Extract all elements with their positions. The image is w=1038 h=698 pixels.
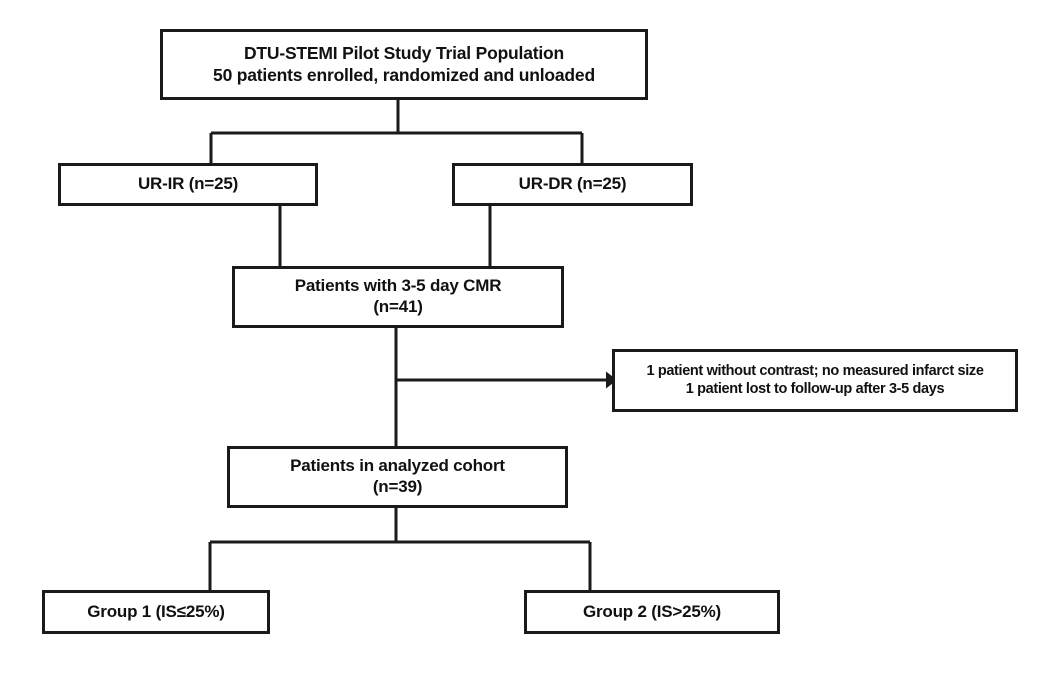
- node-analyzed-cohort: Patients in analyzed cohort (n=39): [227, 446, 568, 508]
- node-ur-ir: UR-IR (n=25): [58, 163, 318, 206]
- node-trial-population: DTU-STEMI Pilot Study Trial Population 5…: [160, 29, 648, 100]
- node-ur-dr: UR-DR (n=25): [452, 163, 693, 206]
- node-analyzed-cohort-line1: Patients in analyzed cohort: [290, 456, 505, 476]
- node-group-1: Group 1 (IS≤25%): [42, 590, 270, 634]
- node-group-2: Group 2 (IS>25%): [524, 590, 780, 634]
- node-group-2-label: Group 2 (IS>25%): [582, 601, 722, 621]
- node-patients-with-cmr-line1: Patients with 3-5 day CMR: [294, 276, 502, 296]
- node-ur-ir-label: UR-IR (n=25): [137, 174, 239, 194]
- node-patients-with-cmr-line2: (n=41): [373, 297, 423, 316]
- node-ur-dr-label: UR-DR (n=25): [518, 174, 627, 194]
- arrowhead-icon: [606, 371, 617, 389]
- node-patients-with-cmr: Patients with 3-5 day CMR (n=41): [232, 266, 564, 328]
- node-trial-population-line2: 50 patients enrolled, randomized and unl…: [213, 64, 595, 85]
- node-excluded-patients-line2: 1 patient lost to follow-up after 3-5 da…: [685, 380, 945, 397]
- node-group-1-label: Group 1 (IS≤25%): [87, 601, 225, 621]
- node-analyzed-cohort-line2: (n=39): [372, 477, 423, 496]
- node-trial-population-line1: DTU-STEMI Pilot Study Trial Population: [243, 43, 565, 64]
- node-excluded-patients: 1 patient without contrast; no measured …: [612, 349, 1018, 412]
- node-excluded-patients-line1: 1 patient without contrast; no measured …: [646, 362, 984, 379]
